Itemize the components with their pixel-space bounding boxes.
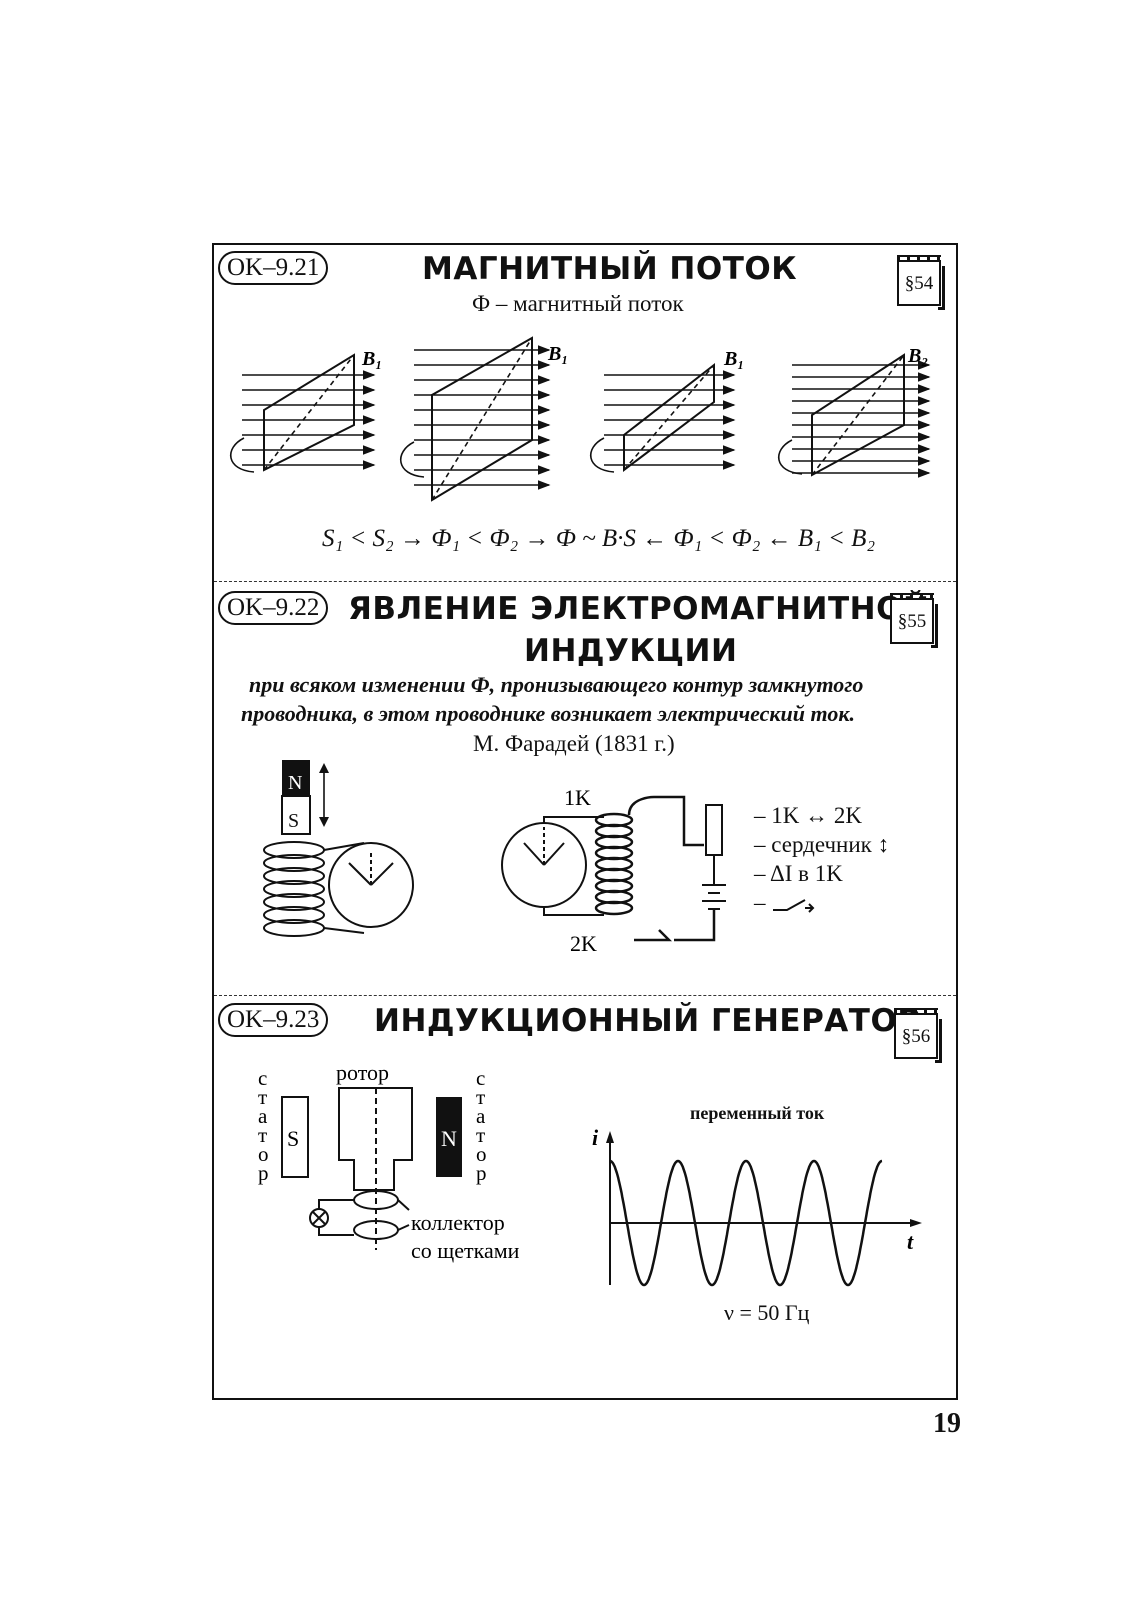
svg-text:N: N [288,772,302,794]
loop-2 [399,336,551,502]
rotor-body [338,1087,413,1191]
svg-text:с: с [476,1066,485,1090]
page-frame: OK–9.21 МАГНИТНЫЙ ПОТОК §54 Ф – магнитны… [212,243,958,1400]
svg-text:1K: 1K [564,785,591,810]
flux-loops-diagram: B₁ B₁ B₁ [229,336,931,502]
bar-magnet: N S [281,760,329,835]
paragraph-ref-54: §54 [897,255,945,310]
x-axis-arrow [910,1219,922,1227]
field-label-1: B₁ [361,348,382,370]
svg-text:а: а [476,1104,486,1128]
galvanometer-left [328,842,414,928]
svg-text:а: а [258,1104,268,1128]
field-label-3: B₁ [723,348,744,370]
svg-text:S: S [287,1126,299,1151]
section-title-generator: ИНДУКЦИОННЫЙ ГЕНЕРАТОР [374,1003,921,1039]
x-axis-label: t [907,1229,914,1254]
section-title-induction-1: ЯВЛЕНИЕ ЭЛЕКТРОМАГНИТНОЙ [348,591,930,627]
frequency-label: ν = 50 Гц [724,1300,810,1325]
paragraph-ref-55: §55 [890,593,938,648]
stator-pole-n [436,1097,462,1177]
generator-diagram: с т а т о р S ротор N с т а т о р колл [258,1060,520,1263]
flux-formula: S₁ < S₂ → Ф₁ < Ф₂ → Ф ~ B·S ← Ф₁ < Ф₂ ← … [322,525,876,552]
svg-text:т: т [476,1123,485,1147]
galvanometer-right [501,816,604,916]
svg-text:т: т [476,1085,485,1109]
svg-text:S: S [288,810,299,832]
loop-3 [589,362,736,473]
method-2: – сердечник ↕ [754,832,890,857]
section-badge-9-21: OK–9.21 [218,251,329,285]
section-badge-9-22: OK–9.22 [218,591,329,625]
section-title-magnetic-flux: МАГНИТНЫЙ ПОТОК [422,251,798,287]
section-title-induction-2: ИНДУКЦИИ [524,633,738,669]
svg-text:о: о [476,1142,487,1166]
induction-experiments-diagram: N S [263,760,726,956]
loop-4 [777,353,931,478]
svg-text:т: т [258,1085,267,1109]
svg-text:2K: 2K [570,931,597,956]
section-badge-9-23: OK–9.23 [218,1003,329,1037]
section-divider-1 [214,581,956,582]
collector-label-1: коллектор [411,1210,505,1235]
graph-title: переменный ток [690,1103,825,1123]
rheostat-battery [702,804,726,910]
svg-text:с: с [258,1066,267,1090]
paragraph-ref-56: §56 [894,1008,942,1063]
svg-text:ротор: ротор [336,1060,389,1085]
method-1: – 1K ↔ 2K [754,803,862,828]
svg-text:N: N [441,1126,457,1151]
page-number: 19 [933,1408,961,1439]
field-label-2: B₁ [547,343,568,365]
coil-left [263,841,365,937]
definition-line-1: при всяком изменении Ф, пронизывающего к… [249,672,864,697]
method-4: – [754,890,815,916]
faraday-author: М. Фарадей (1831 г.) [473,731,675,756]
stator-left-label: с т а т о р [258,1066,269,1185]
definition-line-2: проводника, в этом проводнике возникает … [241,701,855,726]
svg-text:р: р [476,1161,487,1185]
current-wave [609,1159,883,1287]
collector-rings [309,1190,410,1240]
y-axis-label: i [592,1125,599,1150]
collector-label-2: со щетками [411,1238,520,1263]
flux-subtitle: Ф – магнитный поток [472,291,684,316]
coil-right [594,795,716,942]
svg-text:р: р [258,1161,269,1185]
loop-1 [229,353,376,473]
alternating-current-chart: i t [592,1125,922,1287]
stator-pole-s [281,1096,309,1178]
svg-text:о: о [258,1142,269,1166]
stator-right-label: с т а т о р [476,1066,487,1185]
section-divider-2 [214,995,956,996]
field-label-4: B₂ [907,345,928,367]
method-3: – ΔI в 1K [754,861,843,886]
svg-text:т: т [258,1123,267,1147]
y-axis-arrow [606,1131,614,1143]
switch-icon [773,898,815,913]
